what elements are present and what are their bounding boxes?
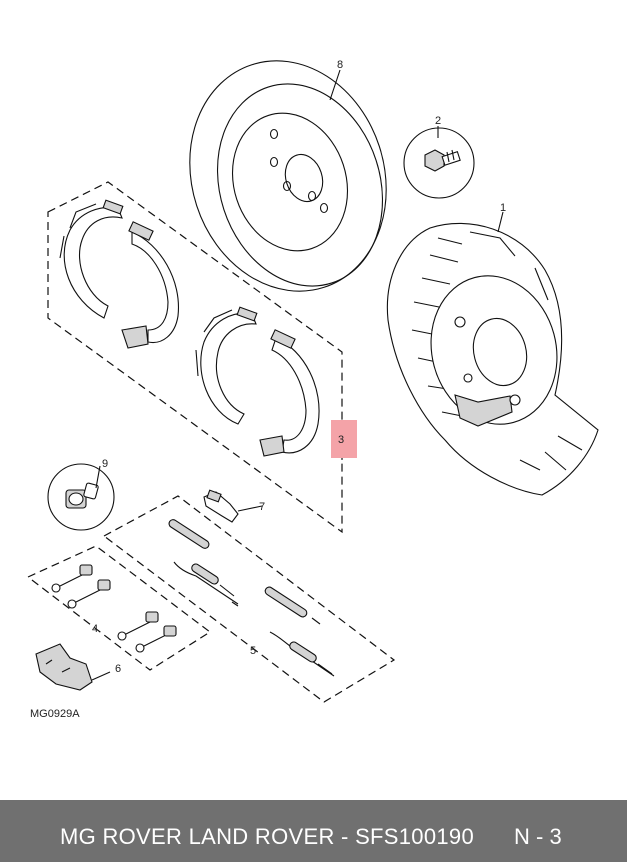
- springs: [168, 519, 335, 677]
- callout-5: 5: [250, 645, 256, 657]
- brake-shoe-set-lower: [195, 306, 320, 457]
- callout-6: 6: [115, 663, 121, 675]
- highlight-marker: [331, 420, 357, 458]
- brake-disc: [189, 60, 387, 292]
- brake-shoe-set-upper: [59, 199, 180, 349]
- bracket: [35, 643, 111, 691]
- figure-code: MG0929A: [30, 708, 80, 720]
- hub-cap: [47, 463, 115, 531]
- wheel-bolt: [403, 127, 475, 199]
- callout-7: 7: [259, 501, 265, 513]
- page-number: N - 3: [514, 824, 562, 849]
- spring-kit-boundary: [102, 495, 396, 703]
- footer-bar: MG ROVER LAND ROVER - SFS100190 N - 3: [0, 800, 627, 862]
- callout-9: 9: [102, 458, 108, 470]
- callout-8: 8: [337, 59, 343, 71]
- footer-title: MG ROVER LAND ROVER - SFS100190: [60, 824, 474, 849]
- callout-2: 2: [435, 115, 441, 127]
- pin-kit-boundary: [26, 545, 212, 671]
- callout-4: 4: [92, 623, 98, 635]
- adjuster: [203, 489, 263, 523]
- backing-plate: [386, 222, 599, 496]
- callout-3: 3: [338, 434, 344, 446]
- callout-1: 1: [500, 202, 506, 214]
- retaining-pins: [51, 564, 177, 653]
- parts-diagram: 8 2 1 3 9 7 4 5 6 MG0929A: [26, 59, 599, 720]
